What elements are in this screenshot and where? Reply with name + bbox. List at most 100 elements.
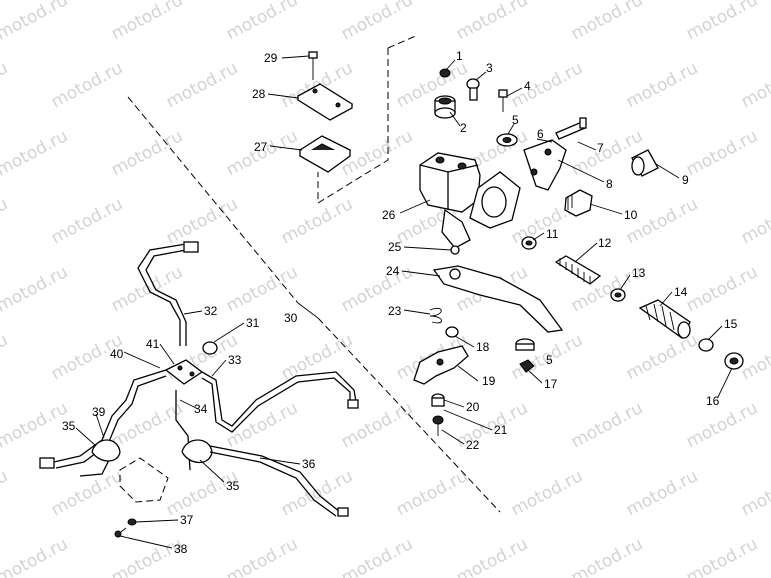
nut-17 bbox=[519, 359, 535, 373]
callout-1: 1 bbox=[456, 49, 463, 63]
banjo-bolt-3 bbox=[466, 78, 480, 101]
bolt-22 bbox=[432, 415, 444, 436]
watermark-text: motod.ru bbox=[0, 194, 11, 248]
screw-4 bbox=[498, 89, 508, 112]
callout-37: 37 bbox=[180, 513, 194, 527]
callout-33: 33 bbox=[228, 353, 242, 367]
callout-34: 34 bbox=[194, 402, 208, 416]
parking-brake-bracket-19 bbox=[413, 345, 469, 385]
watermark-text: motod.ru bbox=[568, 534, 646, 578]
callout-labels: 1 2 3 4 5 6 7 8 9 10 11 12 13 14 15 16 5… bbox=[62, 49, 738, 556]
brake-lever-24 bbox=[432, 265, 564, 333]
watermark-text: motod.ru bbox=[623, 330, 701, 384]
callout-6: 6 bbox=[537, 127, 544, 141]
watermark-text: motod.ru bbox=[683, 126, 761, 180]
watermark-text: motod.ru bbox=[223, 398, 301, 452]
watermark-text: motod.ru bbox=[738, 330, 771, 384]
watermark-text: motod.ru bbox=[163, 58, 241, 112]
callout-9: 9 bbox=[682, 173, 689, 187]
ring-15 bbox=[698, 338, 714, 352]
callout-17: 17 bbox=[544, 377, 558, 391]
watermark-text: motod.ru bbox=[393, 58, 471, 112]
watermark-text: motod.ru bbox=[453, 534, 531, 578]
fitting-31 bbox=[202, 341, 218, 355]
watermark-text: motod.ru bbox=[108, 534, 186, 578]
reservoir-diaphragm-27 bbox=[298, 135, 352, 173]
watermark-text: motod.ru bbox=[48, 58, 126, 112]
cap-9 bbox=[631, 149, 659, 177]
bolt-1 bbox=[439, 68, 451, 78]
callout-41: 41 bbox=[146, 337, 160, 351]
washer-37 bbox=[127, 518, 137, 526]
spring-23 bbox=[429, 307, 442, 324]
screw-38 bbox=[114, 527, 127, 538]
boot-14 bbox=[638, 299, 691, 339]
callout-24: 24 bbox=[386, 264, 400, 278]
watermark-text: motod.ru bbox=[163, 194, 241, 248]
reference-line-tick bbox=[297, 302, 319, 319]
watermark-text: motod.ru bbox=[738, 466, 771, 520]
callout-28: 28 bbox=[252, 87, 266, 101]
callout-16: 16 bbox=[706, 394, 720, 408]
callout-2: 2 bbox=[460, 121, 467, 135]
watermark-text: motod.ru bbox=[0, 466, 11, 520]
callout-21: 21 bbox=[494, 423, 508, 437]
callout-32: 32 bbox=[204, 304, 218, 318]
watermark-text: motod.ru bbox=[568, 0, 646, 44]
callout-18: 18 bbox=[476, 340, 490, 354]
watermark-text: motod.ru bbox=[683, 0, 761, 44]
callout-29: 29 bbox=[264, 51, 278, 65]
watermark-text: motod.ru bbox=[0, 262, 71, 316]
watermark-text: motod.ru bbox=[278, 194, 356, 248]
callout-4: 4 bbox=[524, 79, 531, 93]
callout-38: 38 bbox=[174, 542, 188, 556]
callout-12: 12 bbox=[598, 236, 612, 250]
callout-15: 15 bbox=[724, 317, 738, 331]
brake-hose-32 bbox=[137, 241, 199, 346]
callout-8: 8 bbox=[606, 177, 613, 191]
clip-35-left bbox=[91, 439, 121, 462]
watermark-text: motod.ru bbox=[568, 398, 646, 452]
callout-11: 11 bbox=[546, 227, 559, 241]
spring-12 bbox=[554, 255, 602, 285]
watermark-text: motod.ru bbox=[0, 534, 71, 578]
spacer-25 bbox=[450, 245, 460, 255]
brake-line-33 bbox=[201, 371, 359, 433]
watermark-text: motod.ru bbox=[508, 58, 586, 112]
callout-39: 39 bbox=[92, 405, 106, 419]
callout-31: 31 bbox=[246, 316, 260, 330]
callout-25: 25 bbox=[388, 240, 402, 254]
callout-35-left: 35 bbox=[62, 419, 76, 433]
watermark-text: motod.ru bbox=[683, 534, 761, 578]
switch-10 bbox=[564, 189, 593, 217]
callout-40: 40 bbox=[110, 347, 124, 361]
callout-3: 3 bbox=[486, 61, 493, 75]
washer-20 bbox=[431, 393, 445, 407]
master-cylinder-body-26 bbox=[419, 152, 521, 249]
watermark-text: motod.ru bbox=[738, 58, 771, 112]
bracket-6 bbox=[523, 139, 567, 191]
watermark-text: motod.ru bbox=[508, 466, 586, 520]
watermark-text: motod.ru bbox=[393, 466, 471, 520]
callout-5-upper: 5 bbox=[512, 113, 519, 127]
callout-7: 7 bbox=[597, 141, 604, 155]
callout-10: 10 bbox=[624, 208, 638, 222]
bushing-5-upper bbox=[496, 133, 518, 147]
callout-22: 22 bbox=[466, 438, 480, 452]
watermark-text: motod.ru bbox=[108, 262, 186, 316]
watermark-text: motod.ru bbox=[223, 262, 301, 316]
watermark-text: motod.ru bbox=[453, 0, 531, 44]
watermark-text: motod.ru bbox=[623, 58, 701, 112]
reference-line bbox=[127, 96, 501, 513]
watermark-text: motod.ru bbox=[0, 398, 71, 452]
washer-11 bbox=[521, 236, 537, 250]
pivot-5-lower bbox=[515, 338, 535, 351]
brake-line-40 bbox=[39, 369, 167, 469]
watermark-text: motod.ru bbox=[683, 398, 761, 452]
callout-13: 13 bbox=[632, 266, 646, 280]
watermark-text: motod.ru bbox=[738, 194, 771, 248]
watermark-text: motod.ru bbox=[223, 0, 301, 44]
watermark-text: motod.ru bbox=[0, 58, 11, 112]
